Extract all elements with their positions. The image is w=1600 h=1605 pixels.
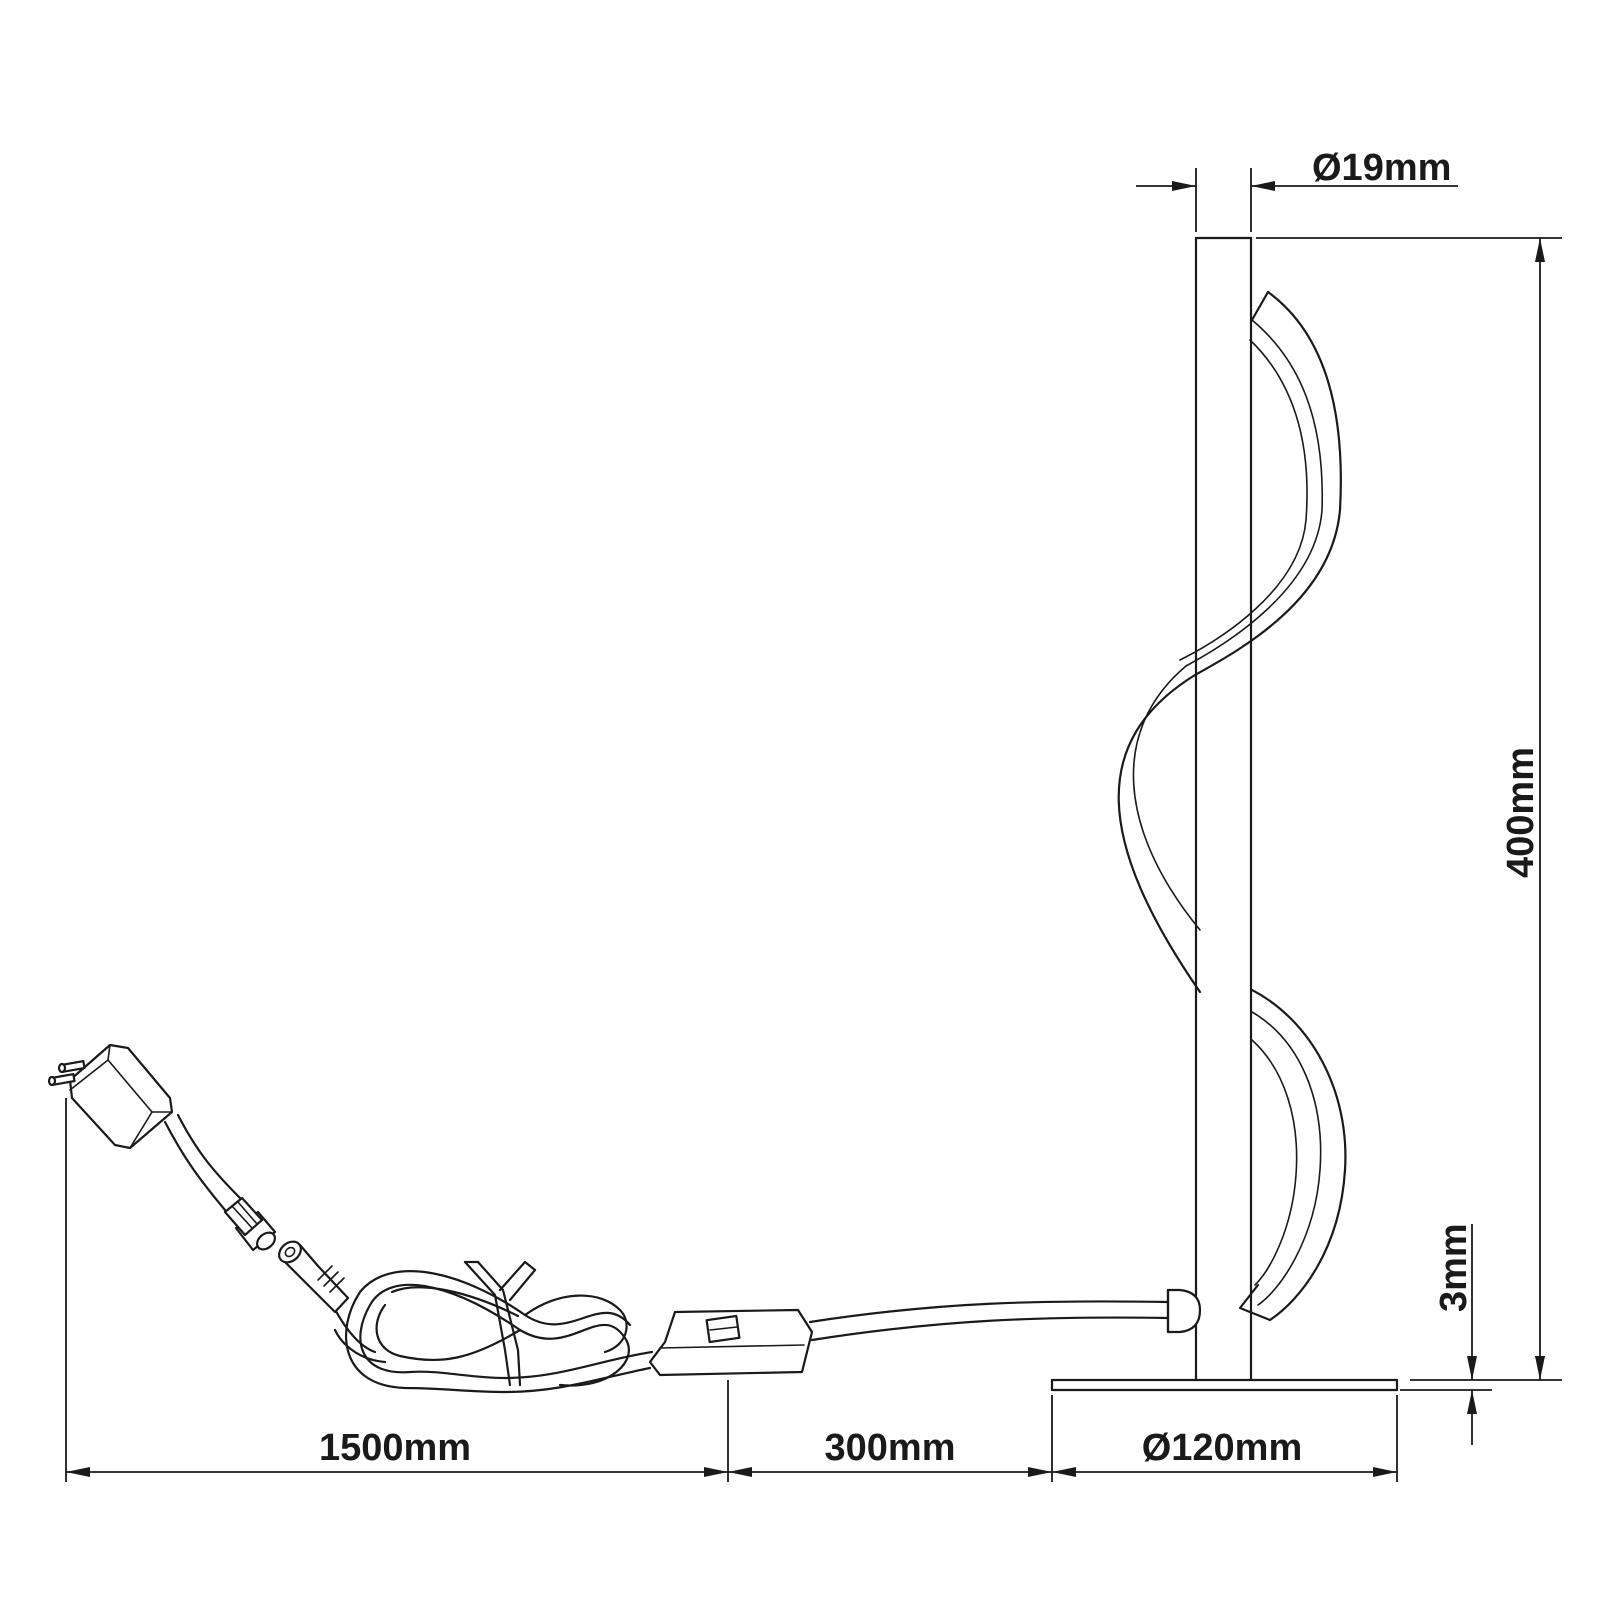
dim-base-thickness-label: 3mm	[1433, 1223, 1475, 1312]
rocker-button	[705, 1314, 741, 1344]
dim-cable-adapter-label: 1500mm	[319, 1427, 471, 1469]
dim-bottom-chain: 1500mm 300mm Ø120mm	[65, 1098, 1398, 1482]
plug-prongs	[47, 1060, 86, 1087]
dim-tube-diameter-label: Ø19mm	[1312, 147, 1451, 189]
power-adapter	[47, 1043, 174, 1150]
lamp-tube	[1194, 236, 1253, 1382]
cable-coil	[345, 1270, 632, 1394]
cable-tie	[463, 1260, 537, 1387]
dc-connector-male	[223, 1196, 277, 1252]
dim-height: 400mm	[1256, 237, 1562, 1381]
spiral-ribbon-lower	[1238, 988, 1347, 1322]
dim-base-diameter-label: Ø120mm	[1142, 1427, 1303, 1469]
dim-cable-lamp-label: 300mm	[825, 1427, 956, 1469]
power-cable	[47, 1043, 1170, 1394]
dc-connector-female	[278, 1240, 350, 1314]
lamp	[1050, 236, 1399, 1392]
dim-tube-diameter: Ø19mm	[1136, 147, 1458, 232]
cable-grommet	[1166, 1288, 1202, 1334]
dim-height-label: 400mm	[1500, 747, 1542, 878]
inline-switch	[648, 1308, 814, 1377]
dim-base-thickness: 3mm	[1400, 1223, 1492, 1445]
lamp-base	[1050, 1378, 1399, 1392]
spiral-ribbon-upper	[1117, 290, 1342, 994]
